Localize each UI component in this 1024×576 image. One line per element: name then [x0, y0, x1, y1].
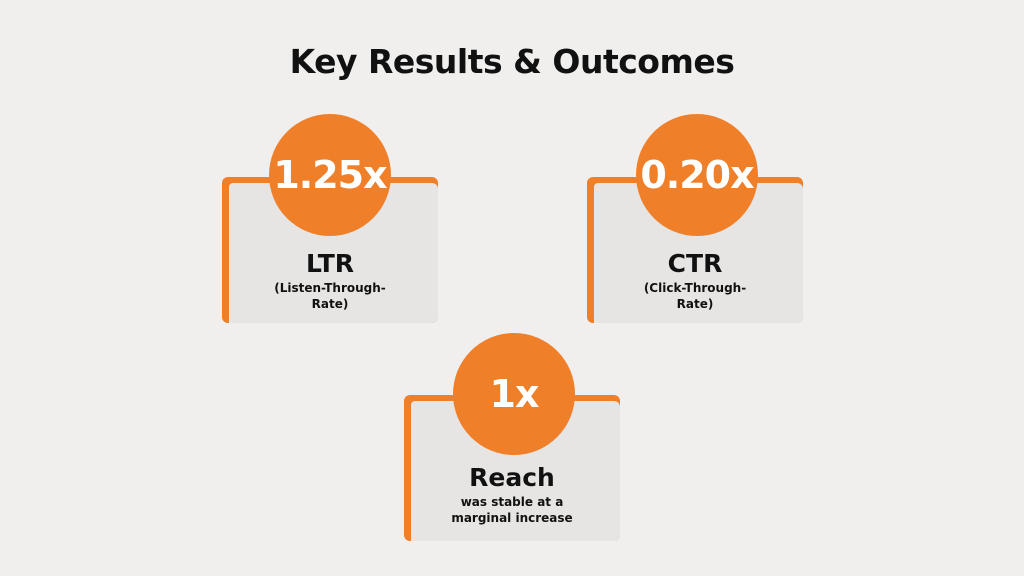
ctr-value-badge: 0.20x	[636, 114, 758, 236]
card-label: Reach was stable at a marginal increase	[404, 463, 620, 526]
metric-desc: Rate)	[311, 297, 349, 311]
metric-desc: was stable at a	[460, 495, 564, 509]
metric-desc: Rate)	[676, 297, 714, 311]
metric-desc: marginal increase	[451, 511, 573, 525]
card-label: LTR (Listen-Through- Rate)	[222, 249, 438, 312]
metric-name: Reach	[469, 463, 555, 492]
page-title: Key Results & Outcomes	[289, 42, 735, 81]
metric-name: CTR	[667, 249, 723, 278]
metric-desc: (Click-Through-	[643, 281, 747, 295]
ltr-value-badge: 1.25x	[269, 114, 391, 236]
card-label: CTR (Click-Through- Rate)	[587, 249, 803, 312]
metric-name: LTR	[305, 249, 355, 278]
reach-value-badge: 1x	[453, 333, 575, 455]
metric-desc: (Listen-Through-	[274, 281, 386, 295]
